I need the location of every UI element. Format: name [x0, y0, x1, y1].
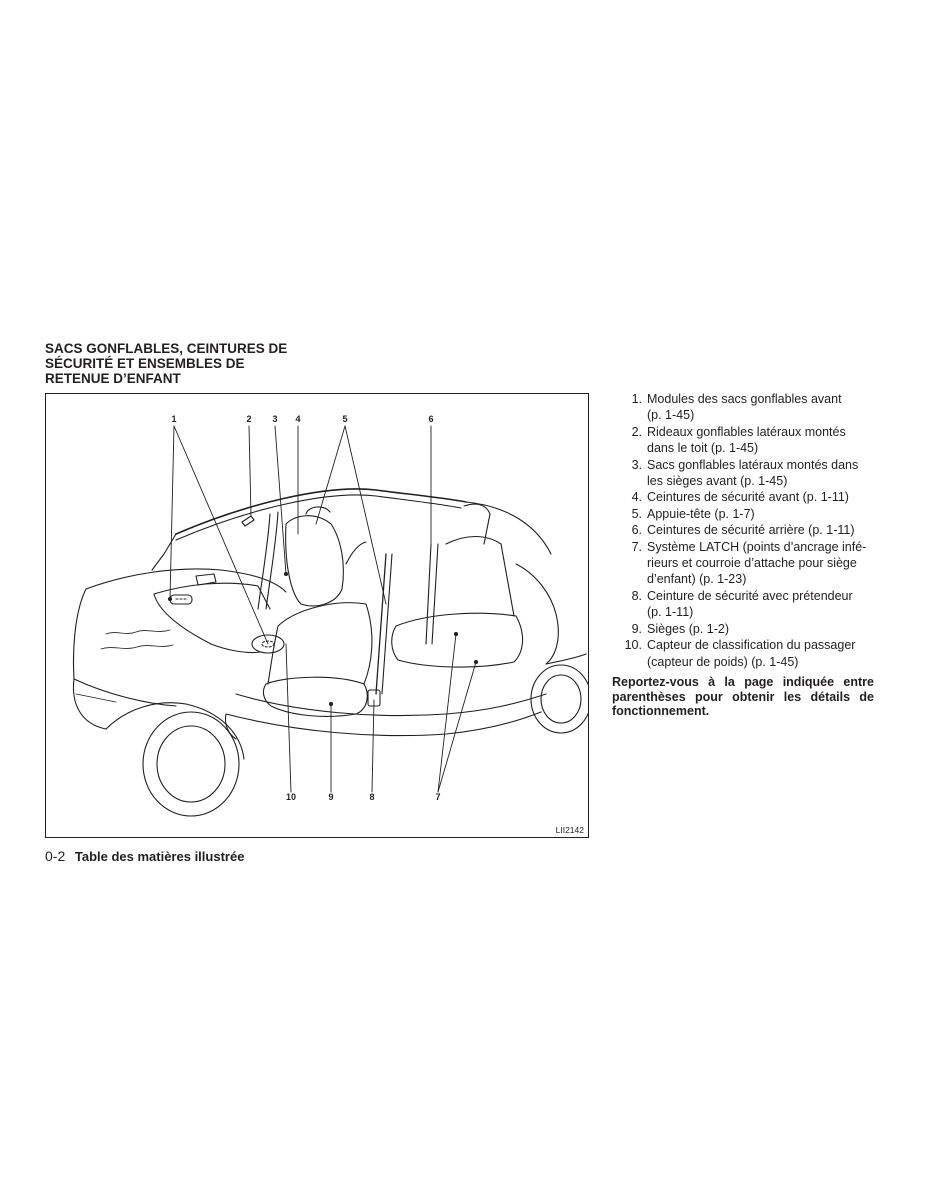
legend-number: 5. [631, 506, 642, 521]
legend-item: 8. Ceinture de sécurité avec prétendeur … [612, 588, 874, 621]
legend-item: 10. Capteur de classification du passage… [612, 637, 874, 670]
legend-item: 7. Système LATCH (points d’ancrage infé-… [612, 539, 874, 588]
callout-label: 8 [369, 792, 375, 802]
callout-label: 5 [342, 414, 348, 424]
legend-number: 2. [631, 424, 642, 439]
note-line: parenthèses pour obtenir les détails de [612, 689, 874, 704]
section-title-line: SACS GONFLABLES, CEINTURES DE [45, 341, 288, 356]
legend-item: 5. Appuie-tête (p. 1-7) [612, 506, 874, 522]
legend-line: Système LATCH (points d’ancrage infé- [647, 539, 867, 554]
section-title-line: RETENUE D’ENFANT [45, 371, 181, 386]
callout-label: 4 [295, 414, 301, 424]
legend-item: 3. Sacs gonflables latéraux montés dans … [612, 457, 874, 490]
section-title-line: SÉCURITÉ ET ENSEMBLES DE [45, 356, 245, 371]
legend-line: les sièges avant (p. 1-45) [647, 474, 788, 489]
callout-label: 1 [171, 414, 177, 424]
legend-line: rieurs et courroie d’attache pour siège [647, 556, 857, 571]
page-footer: 0-2 Table des matières illustrée [45, 848, 244, 864]
page-section-title: Table des matières illustrée [74, 849, 245, 864]
legend-number: 7. [631, 539, 642, 554]
legend-number: 6. [631, 523, 642, 538]
section-title: SACS GONFLABLES, CEINTURES DE SÉCURITÉ E… [45, 341, 345, 386]
legend-number: 3. [631, 457, 642, 472]
legend-line: Rideaux gonflables latéraux montés [647, 424, 846, 439]
figure-code: LII2142 [555, 825, 584, 835]
legend-list: 1. Modules des sacs gonflables avant (p.… [612, 391, 874, 670]
legend-item: 1. Modules des sacs gonflables avant (p.… [612, 391, 874, 424]
callout-label: 7 [435, 792, 441, 802]
legend-number: 8. [631, 588, 642, 603]
legend-line: Ceintures de sécurité avant (p. 1-11) [647, 490, 849, 505]
legend-line: Sacs gonflables latéraux montés dans [647, 457, 859, 472]
vehicle-restraint-illustration: 1 2 3 4 5 6 10 9 8 7 LII2142 [45, 393, 589, 838]
legend-line: Ceintures de sécurité arrière (p. 1-11) [647, 523, 855, 538]
legend-line: dans le toit (p. 1-45) [647, 441, 759, 456]
legend-number: 1. [631, 392, 642, 406]
legend-number: 9. [631, 621, 642, 636]
legend-item: 2. Rideaux gonflables latéraux montés da… [612, 424, 874, 457]
callout-label: 10 [285, 792, 297, 802]
car-interior-drawing [72, 425, 588, 817]
legend-line: Sièges (p. 1-2) [647, 621, 729, 636]
legend-number: 4. [631, 490, 642, 505]
reference-note: Reportez-vous à la page indiquée entre p… [612, 675, 874, 719]
note-line: fonctionnement. [612, 704, 710, 718]
callout-label: 2 [246, 414, 252, 424]
legend-item: 9. Sièges (p. 1-2) [612, 621, 874, 637]
legend-line: Appuie-tête (p. 1-7) [647, 506, 755, 521]
legend-line: Capteur de classification du passager [647, 638, 856, 653]
legend-line: (p. 1-45) [647, 408, 695, 423]
legend-line: d’enfant) (p. 1-23) [647, 572, 747, 587]
callout-label: 6 [428, 414, 434, 424]
callout-label: 9 [328, 792, 334, 802]
note-line: Reportez-vous à la page indiquée entre [612, 675, 874, 689]
legend-item: 4. Ceintures de sécurité avant (p. 1-11) [612, 489, 874, 505]
legend-line: (p. 1-11) [647, 605, 694, 620]
legend-line: Ceinture de sécurité avec prétendeur [647, 588, 853, 603]
callout-label: 3 [272, 414, 278, 424]
legend-item: 6. Ceintures de sécurité arrière (p. 1-1… [612, 522, 874, 538]
legend-number: 10. [624, 638, 642, 653]
page-number: 0-2 [45, 848, 66, 864]
legend-line: (capteur de poids) (p. 1-45) [647, 654, 799, 669]
legend-line: Modules des sacs gonflables avant [647, 392, 842, 406]
